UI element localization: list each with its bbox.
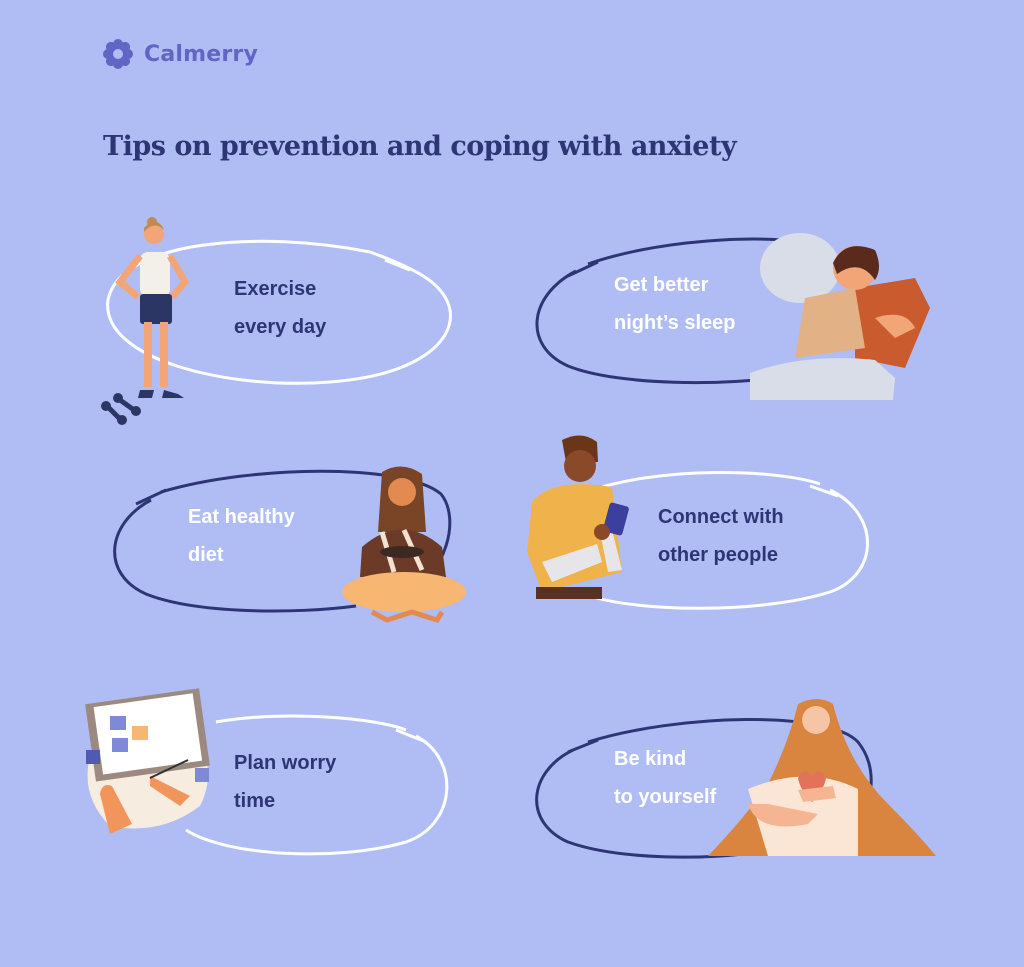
ellipse-outline <box>185 714 449 856</box>
planner-illustration <box>85 688 210 834</box>
man-with-phone-illustration <box>527 435 629 599</box>
tip-card-connect: Connect with other people <box>560 464 876 612</box>
tip-text: Be kind to yourself <box>614 748 717 808</box>
woman-exercising-illustration <box>101 217 190 425</box>
tip-text: Connect with other people <box>658 506 784 566</box>
ellipse-outline <box>106 239 452 385</box>
woman-eating-illustration <box>342 466 466 623</box>
flower-icon <box>103 39 133 69</box>
page-title: Tips on prevention and coping with anxie… <box>103 131 737 162</box>
woman-holding-heart-illustration <box>708 699 936 856</box>
tip-card-plan: Plan worry time <box>136 710 456 858</box>
tip-card-diet: Eat healthy diet <box>106 464 456 614</box>
woman-sleeping-illustration <box>750 233 930 400</box>
tip-text: Plan worry time <box>234 752 337 812</box>
ellipse-outline <box>579 471 869 610</box>
tip-text: Exercise every day <box>234 278 327 338</box>
tip-text: Get better night’s sleep <box>614 274 736 334</box>
brand-logo: Calmerry <box>102 38 258 70</box>
tip-card-exercise: Exercise every day <box>100 230 460 390</box>
brand-name: Calmerry <box>144 41 259 67</box>
tip-text: Eat healthy diet <box>188 506 295 566</box>
